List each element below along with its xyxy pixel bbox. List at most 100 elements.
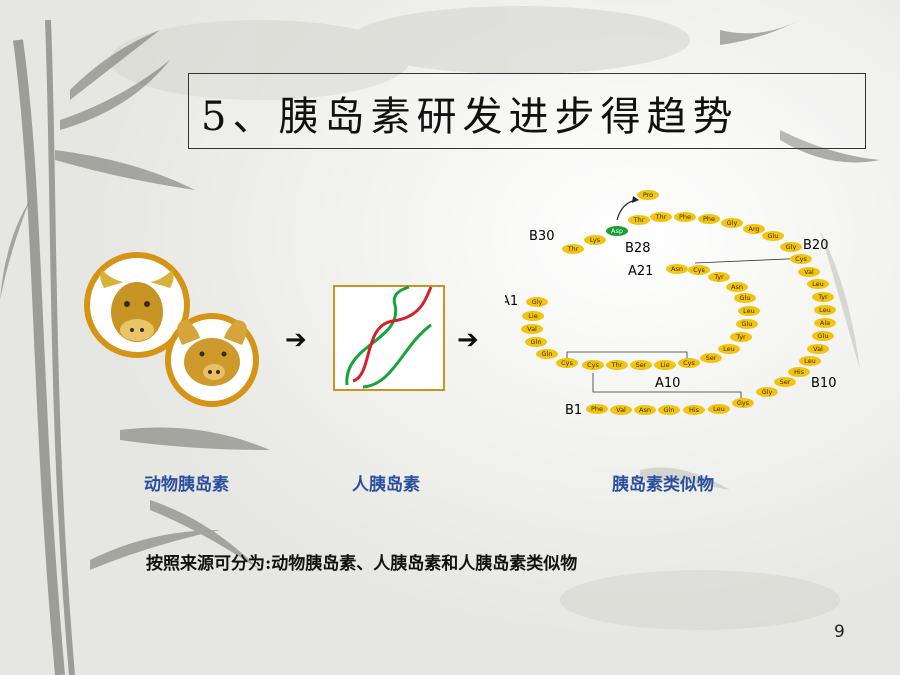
amino-acid-a-left: Gln [525, 337, 547, 347]
label-b20: B20 [803, 238, 828, 253]
svg-text:Thr: Thr [655, 213, 667, 221]
arrow-right-icon: ➔ [285, 325, 307, 355]
caption-animal-insulin: 动物胰岛素 [144, 475, 229, 495]
svg-text:Gly: Gly [762, 388, 773, 396]
amino-acid-b-top: Phe [698, 214, 720, 224]
svg-text:Asp: Asp [611, 227, 623, 235]
amino-acid-b-top: Arg [743, 224, 765, 234]
svg-text:Gln: Gln [531, 338, 542, 346]
label-b10: B10 [811, 376, 836, 391]
amino-acid-a-inner: Glu [736, 319, 758, 329]
amino-acid-b-top: Phe [674, 212, 696, 222]
amino-acid-b-right: Tyr [812, 292, 834, 302]
svg-text:Cys: Cys [795, 255, 807, 263]
svg-text:Leu: Leu [713, 405, 725, 413]
svg-text:Val: Val [813, 345, 823, 353]
amino-acid-b-top: Thr [650, 212, 672, 222]
amino-acid-b-top: Gly [780, 242, 802, 252]
svg-text:Leu: Leu [819, 306, 831, 314]
svg-text:His: His [689, 406, 700, 414]
amino-acid-b-top: Thr [628, 215, 650, 225]
svg-text:Leu: Leu [812, 280, 824, 288]
red-strand [352, 286, 433, 383]
label-a1: A1 [505, 294, 518, 309]
amino-acid-a-left: Gly [526, 297, 548, 307]
animal-insulin-illustration [84, 252, 259, 407]
svg-text:Val: Val [616, 406, 626, 414]
amino-acid-b-top: Asp [606, 226, 628, 236]
arrow-right-icon: ➔ [457, 325, 479, 355]
amino-acid-a-left: Lie [654, 360, 676, 370]
amino-acid-a-inner: Leu [738, 306, 760, 316]
amino-acid-b-bottom: Asn [634, 405, 656, 415]
svg-text:Cys: Cys [561, 359, 573, 367]
svg-text:Glu: Glu [768, 232, 779, 240]
amino-acid-b-top: Cys [790, 254, 812, 264]
svg-text:Gly: Gly [786, 243, 797, 251]
amino-acid-b-right: Leu [814, 305, 836, 315]
svg-text:Asn: Asn [671, 265, 683, 273]
amino-acid-b-right: His [788, 367, 810, 377]
amino-acid-a-left: Val [521, 324, 543, 334]
amino-acid-b-bottom: Leu [708, 404, 730, 414]
amino-acid-b-right: Gly [756, 387, 778, 397]
label-a10: A10 [655, 376, 680, 391]
amino-acid-b-top: Glu [762, 231, 784, 241]
svg-text:Thr: Thr [567, 245, 579, 253]
caption-human-insulin: 人胰岛素 [352, 475, 420, 495]
amino-acid-a-inner: Cys [688, 265, 710, 275]
svg-text:Cys: Cys [693, 266, 705, 274]
amino-acid-b-bottom: Phe [586, 404, 608, 414]
cow-icon [84, 252, 190, 358]
svg-text:Gln: Gln [664, 406, 675, 414]
svg-text:Pro: Pro [643, 191, 653, 199]
label-a21: A21 [628, 264, 653, 279]
svg-text:Ser: Ser [706, 354, 717, 362]
svg-text:Ala: Ala [820, 319, 830, 327]
amino-acid-a-inner: Leu [718, 344, 740, 354]
amino-acid-a-inner: Tyr [730, 332, 752, 342]
amino-acid-a-left: Cys [582, 360, 604, 370]
svg-text:Ser: Ser [636, 361, 647, 369]
svg-text:Thr: Thr [633, 216, 645, 224]
svg-text:Tyr: Tyr [735, 333, 746, 341]
amino-acid-b-top: Gly [721, 218, 743, 228]
label-b30: B30 [529, 229, 554, 244]
svg-text:Arg: Arg [748, 225, 759, 233]
amino-acid-a-left: Ser [700, 353, 722, 363]
amino-acid-b-right: Ala [814, 318, 836, 328]
svg-text:Gly: Gly [727, 219, 738, 227]
caption-insulin-analog: 胰岛素类似物 [612, 475, 714, 495]
svg-text:His: His [794, 368, 805, 376]
amino-acid-b-right: Val [798, 267, 820, 277]
amino-acid-a-inner: Asn [726, 282, 748, 292]
svg-text:Gly: Gly [532, 298, 543, 306]
label-b28: B28 [625, 241, 650, 256]
svg-text:Ser: Ser [780, 378, 791, 386]
pig-icon [165, 313, 259, 407]
svg-text:Gln: Gln [542, 350, 553, 358]
svg-text:Lie: Lie [660, 361, 669, 369]
amino-acid-pro: Pro [637, 190, 659, 200]
svg-text:Leu: Leu [804, 357, 816, 365]
summary-text: 按照来源可分为:动物胰岛素、人胰岛素和人胰岛素类似物 [146, 554, 578, 574]
svg-text:Cys: Cys [587, 361, 599, 369]
amino-acid-a-left: Lie [522, 311, 544, 321]
human-insulin-helix [333, 285, 445, 391]
green-strand [345, 285, 410, 386]
title-box: 5、胰岛素研发进步得趋势 [188, 73, 866, 149]
amino-acid-a-inner: Tyr [708, 272, 730, 282]
svg-text:Thr: Thr [611, 361, 623, 369]
amino-acid-b-top: Lys [584, 235, 606, 245]
svg-text:Gys: Gys [737, 399, 750, 407]
svg-text:Asn: Asn [731, 283, 743, 291]
amino-acid-b-bottom: Val [610, 405, 632, 415]
amino-acid-a-left: Thr [606, 360, 628, 370]
page-number: 9 [834, 622, 845, 642]
svg-text:Glu: Glu [742, 320, 753, 328]
svg-text:Leu: Leu [723, 345, 735, 353]
amino-acid-b-right: Leu [807, 279, 829, 289]
amino-acid-a-inner: Glu [734, 293, 756, 303]
amino-acid-a-inner: Asn [666, 264, 688, 274]
